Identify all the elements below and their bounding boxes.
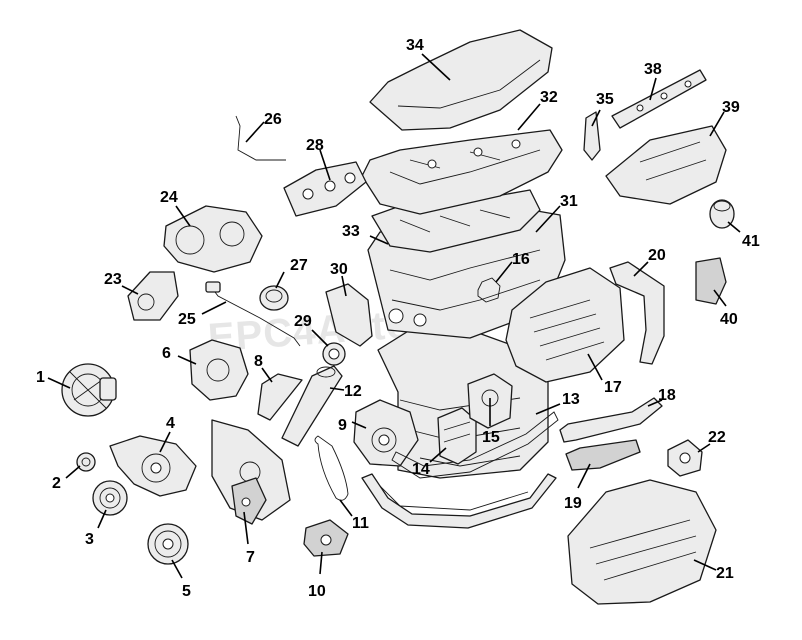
part-filler-cap — [259, 285, 289, 311]
callout-29: 29 — [294, 313, 312, 330]
callout-32: 32 — [540, 89, 558, 106]
callout-17: 17 — [604, 379, 622, 396]
part-water-pump — [109, 435, 197, 497]
part-tensioner-pulley — [92, 480, 128, 516]
part-fuel-rail — [611, 69, 707, 129]
engine-block-assembly — [361, 29, 566, 529]
callout-34: 34 — [406, 37, 424, 54]
callout-7: 7 — [246, 549, 255, 566]
callout-23: 23 — [104, 271, 122, 288]
callout-24: 24 — [160, 189, 178, 206]
part-injector — [583, 111, 601, 161]
callout-21: 21 — [716, 565, 734, 582]
part-oil-pan-gasket — [391, 411, 559, 479]
callout-1: 1 — [36, 369, 45, 386]
callout-2: 2 — [52, 475, 61, 492]
callout-33: 33 — [342, 223, 360, 240]
part-filter-cap — [709, 199, 735, 229]
part-coolant-hose — [559, 397, 663, 443]
part-alternator — [61, 363, 117, 417]
callout-22: 22 — [708, 429, 726, 446]
part-turbocharger — [163, 205, 263, 273]
part-guide-tube — [281, 365, 343, 447]
part-intake-plenum — [567, 479, 717, 605]
callout-28: 28 — [306, 137, 324, 154]
callout-9: 9 — [338, 417, 347, 434]
part-timing-belt — [314, 435, 349, 501]
callout-26: 26 — [264, 111, 282, 128]
callout-10: 10 — [308, 583, 326, 600]
callout-39: 39 — [722, 99, 740, 116]
part-thermostat-housing — [667, 439, 703, 477]
callout-25: 25 — [178, 311, 196, 328]
part-vacuum-pump — [189, 339, 249, 401]
part-exhaust-manifold — [283, 161, 367, 217]
callout-20: 20 — [648, 247, 666, 264]
part-bracket — [231, 477, 267, 525]
callout-13: 13 — [562, 391, 580, 408]
part-manifold-bracket — [565, 439, 641, 471]
part-mount-bracket — [695, 257, 727, 305]
callout-35: 35 — [596, 91, 614, 108]
callout-12: 12 — [344, 383, 362, 400]
part-oil-seal — [322, 342, 346, 366]
part-crankshaft-pulley — [147, 523, 189, 565]
callout-11: 11 — [352, 515, 369, 532]
callout-30: 30 — [330, 261, 348, 278]
callout-16: 16 — [512, 251, 530, 268]
callout-3: 3 — [85, 531, 94, 548]
part-oil-filter-housing — [437, 407, 477, 465]
part-turbo-oil-feed-pipe — [235, 115, 286, 161]
part-dipstick-tube — [257, 373, 303, 421]
part-timing-cover-upper — [325, 283, 373, 347]
callout-8: 8 — [254, 353, 263, 370]
part-turbo-elbow — [127, 271, 179, 321]
callout-41: 41 — [742, 233, 760, 250]
part-egr-pipe — [609, 261, 665, 365]
callout-38: 38 — [644, 61, 662, 78]
callout-18: 18 — [658, 387, 676, 404]
part-heat-shield — [605, 125, 727, 205]
part-oil-pump — [353, 399, 419, 467]
callout-6: 6 — [162, 345, 171, 362]
callout-31: 31 — [560, 193, 578, 210]
part-idler-pulley-small — [76, 452, 96, 472]
callout-27: 27 — [290, 257, 308, 274]
callout-4: 4 — [166, 415, 175, 432]
part-oil-return-pipe — [205, 281, 301, 347]
callout-15: 15 — [482, 429, 500, 446]
callout-40: 40 — [720, 311, 738, 328]
callout-14: 14 — [412, 461, 430, 478]
callout-layer: 1 2 3 4 5 6 7 8 9 10 11 12 13 14 15 16 1 — [36, 37, 760, 600]
callout-19: 19 — [564, 495, 582, 512]
callout-5: 5 — [182, 583, 191, 600]
part-sensor-bracket — [303, 519, 349, 557]
part-intake-manifold — [505, 267, 625, 383]
